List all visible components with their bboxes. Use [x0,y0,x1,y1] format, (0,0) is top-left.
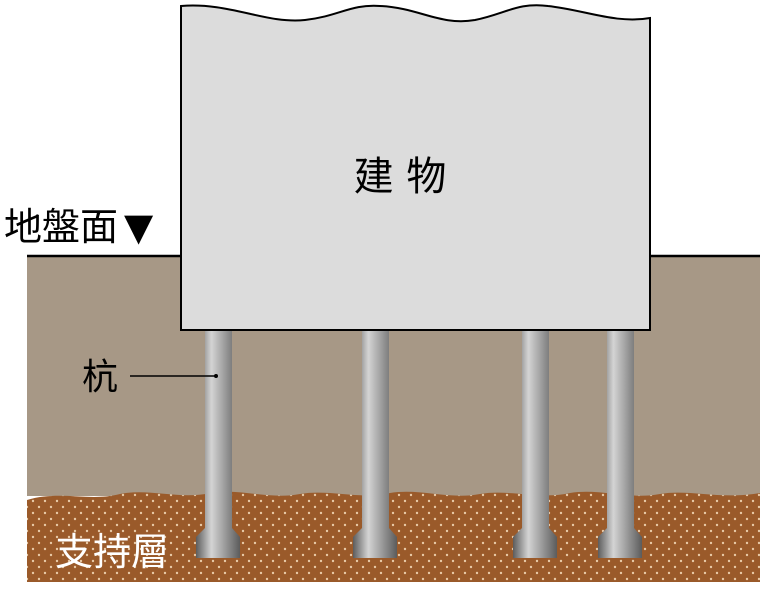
building [180,4,651,331]
pile-leader-dot [214,374,218,378]
pile-2 [353,328,397,558]
pile-3 [513,328,557,558]
ground-level-marker-icon: ▼ [124,205,154,249]
ground-surface-label: 地盤面 [4,205,118,249]
pile-1 [196,328,240,558]
pile-label: 杭 [82,357,118,398]
pile-4 [598,328,642,558]
bearing-layer-label: 支持層 [55,530,169,574]
building-label: 建 物 [354,154,447,200]
